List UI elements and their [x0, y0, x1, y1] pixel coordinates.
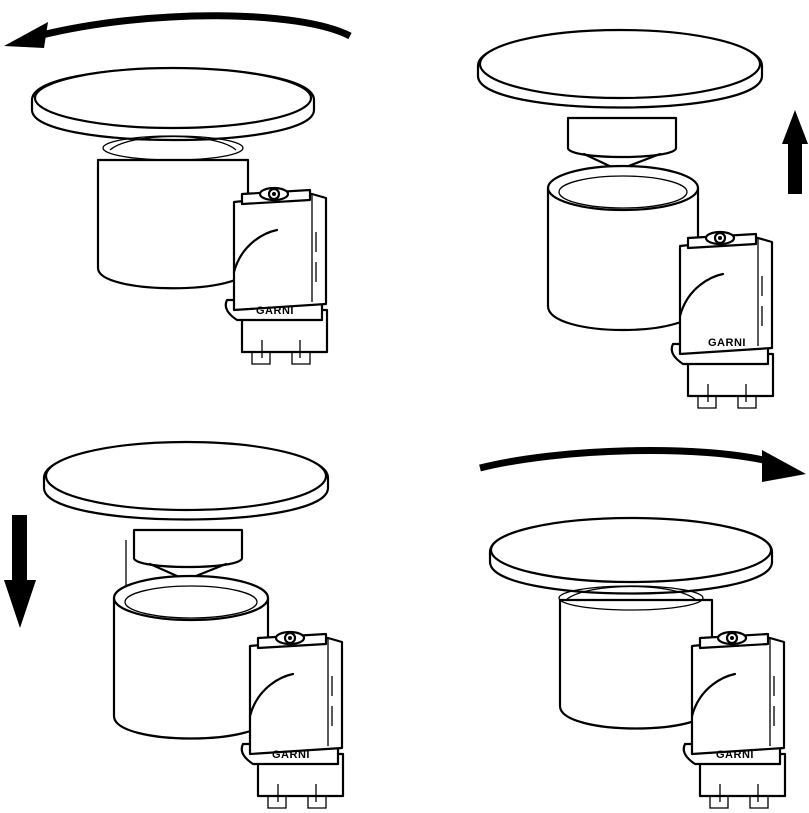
brand-label-4: GARNI	[716, 749, 754, 761]
step-1-panel: GARNI	[4, 16, 350, 364]
brand-label: GARNI	[256, 305, 294, 317]
down-arrow	[4, 515, 36, 628]
step-3-panel: GARNI	[4, 442, 343, 808]
brand-label-2: GARNI	[708, 337, 746, 349]
step-2-panel: GARNI	[478, 30, 808, 408]
rotate-counterclockwise-arrow	[4, 16, 350, 48]
rotate-clockwise-arrow	[480, 450, 806, 482]
step-4-panel: GARNI	[480, 450, 806, 808]
brand-label-3: GARNI	[272, 749, 310, 761]
up-arrow	[782, 110, 808, 194]
